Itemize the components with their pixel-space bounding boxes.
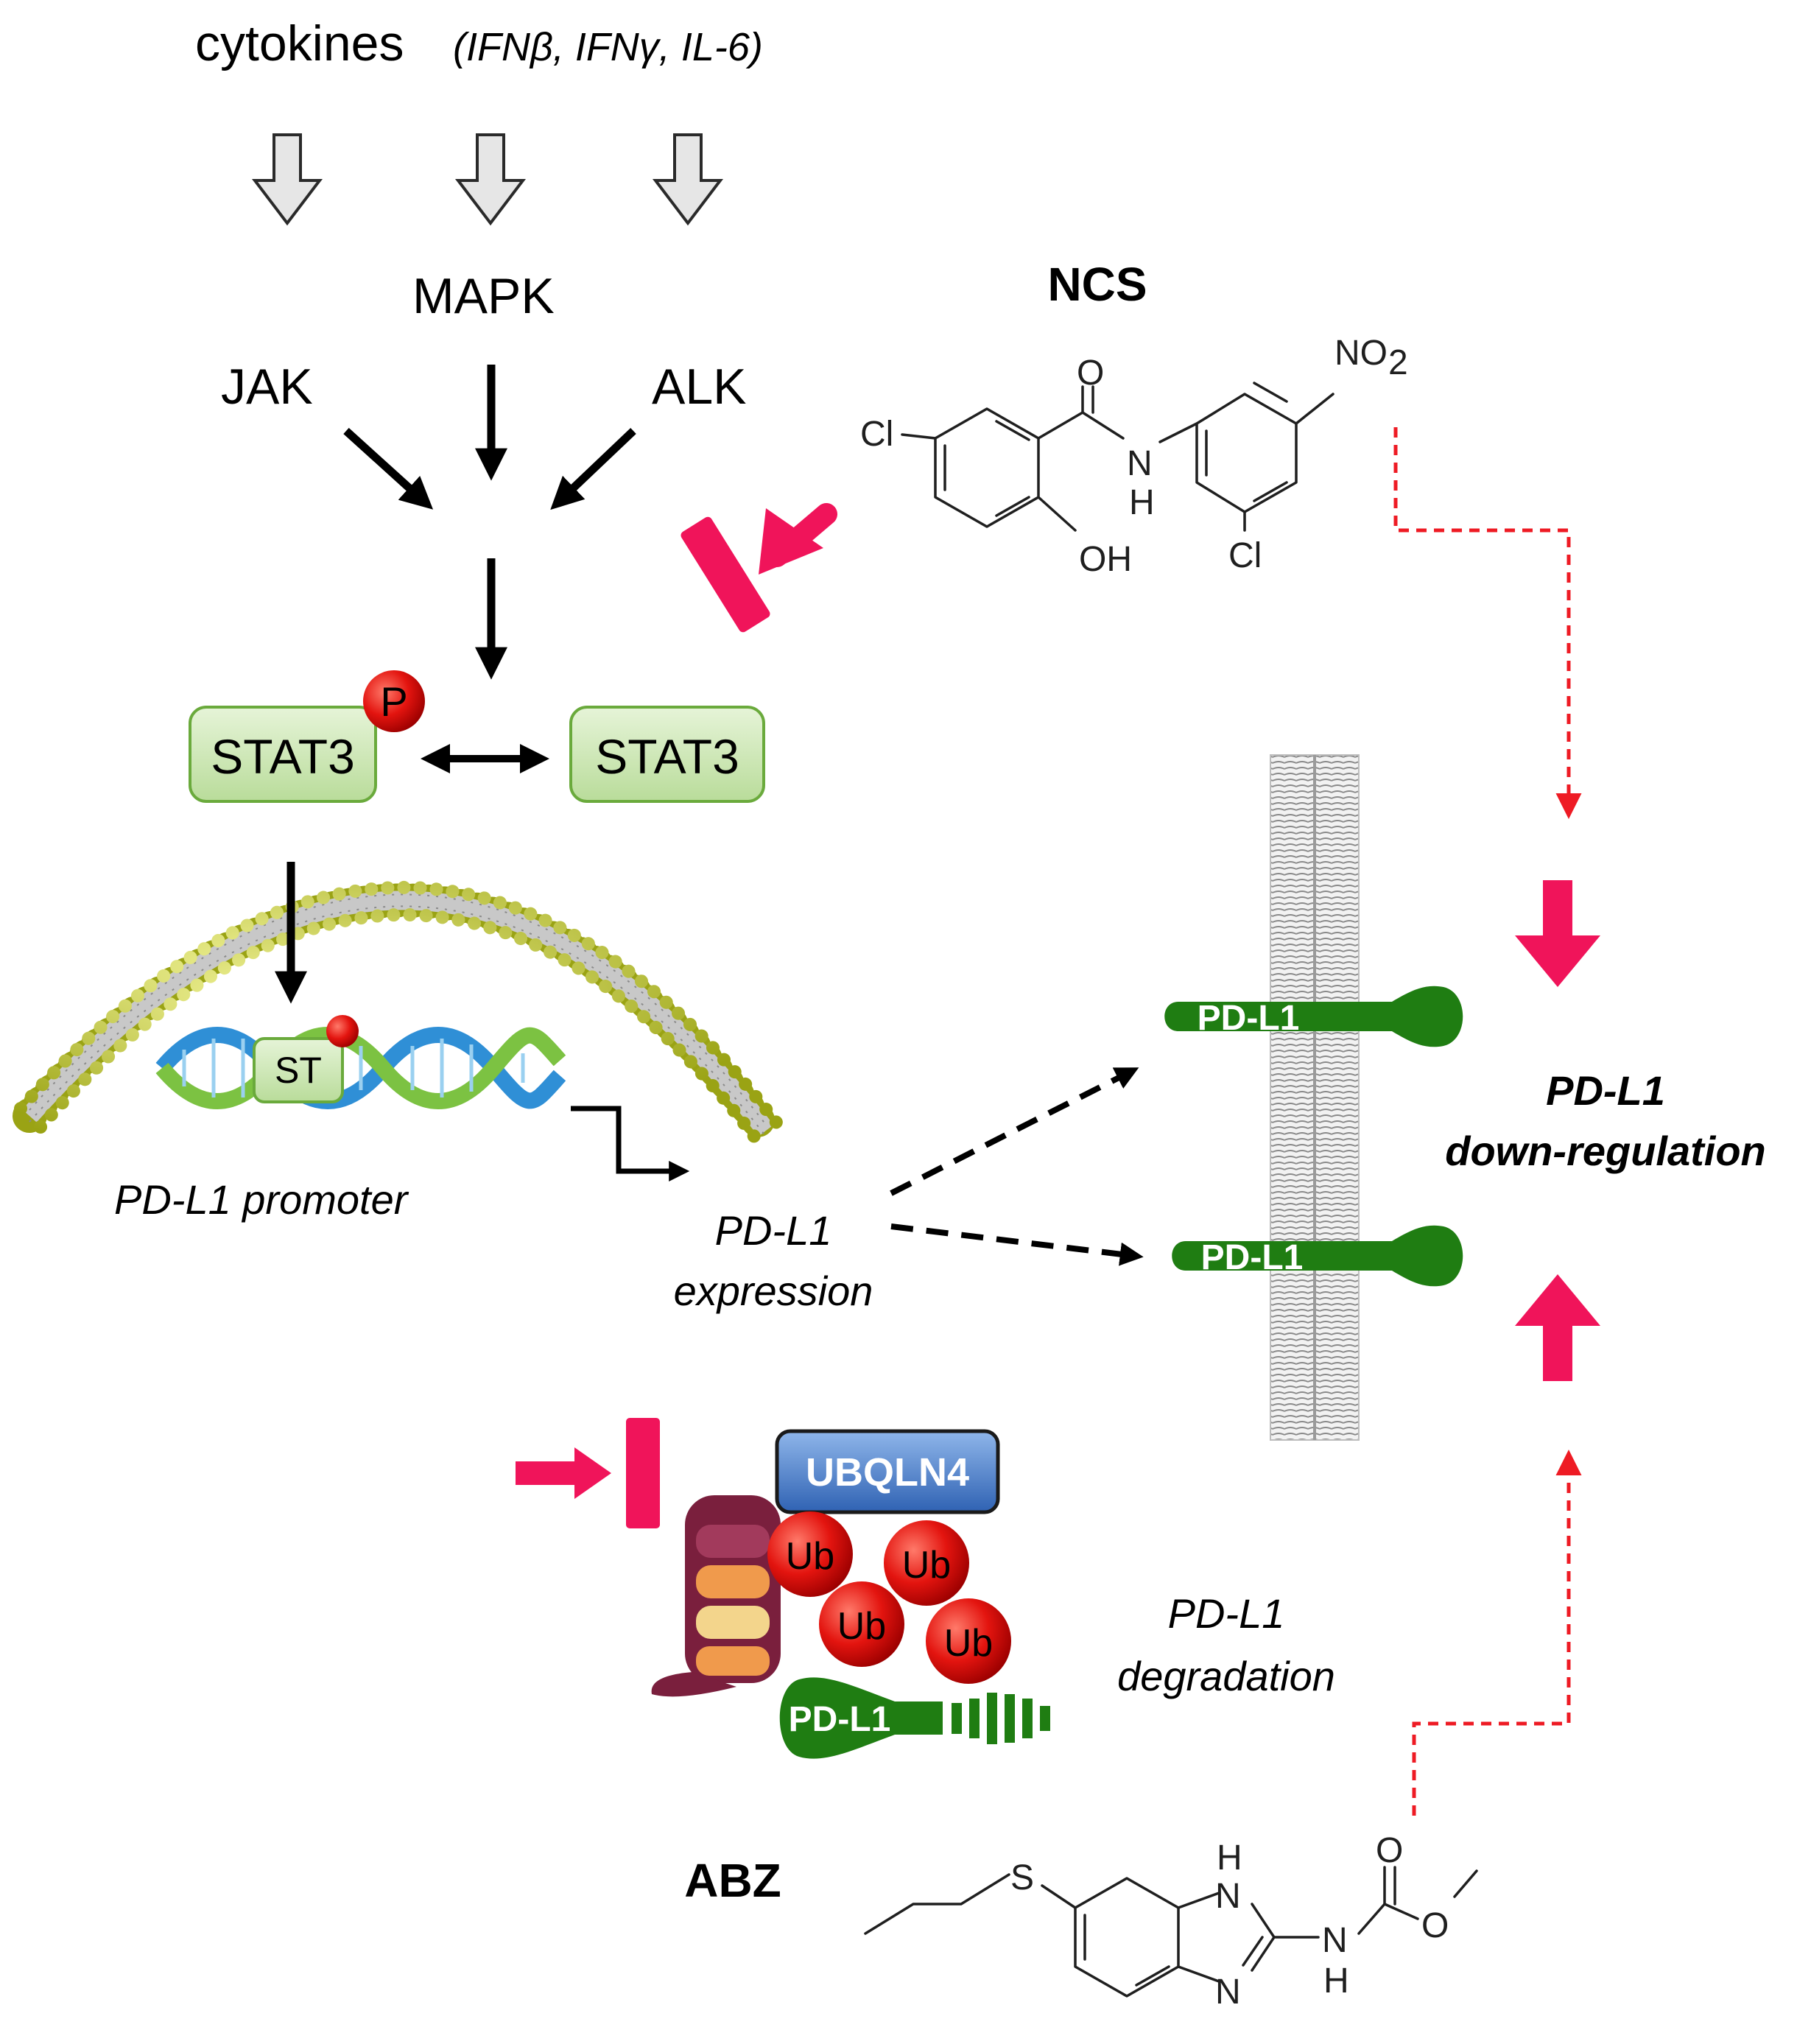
inhibition-bar-icon-2 <box>626 1418 660 1528</box>
ncs-name: NCS <box>1047 258 1147 311</box>
ubiquitin-4-label: Ub <box>944 1622 993 1665</box>
cell-membrane <box>1270 754 1360 1441</box>
inhibition-bar-icon <box>681 516 770 633</box>
membrane-pdl1-top: PD-L1 <box>1164 986 1463 1047</box>
proteasome-inhibition-symbol <box>516 1418 660 1528</box>
kinase-arrows <box>343 365 636 680</box>
expression-to-membrane-arrow-2 <box>890 1223 1144 1266</box>
hollow-arrow-icon <box>251 133 323 226</box>
degrading-pdl1: PD-L1 <box>779 1677 1050 1759</box>
abz-atom-s: S <box>1010 1858 1034 1897</box>
ncs-atom-cl2: Cl <box>1228 536 1262 575</box>
stat-dna-bound-label: ST <box>275 1050 322 1091</box>
ubiquitin-3: Ub <box>819 1581 904 1667</box>
downregulation-label-line1: PD-L1 <box>1546 1067 1665 1114</box>
abz-structure: S N H N N H O O <box>864 1831 1478 2012</box>
ubiquitin-1-label: Ub <box>786 1535 834 1578</box>
inhibitor-arrow-icon <box>759 508 823 575</box>
ubiquitin-3-label: Ub <box>837 1605 886 1648</box>
degrading-pdl1-label: PD-L1 <box>789 1700 891 1739</box>
ncs-structure: Cl O N H Cl OH NO 2 <box>860 334 1408 579</box>
ubiquitin-2-label: Ub <box>902 1544 951 1587</box>
abz-effect-dashed-arrow <box>1412 1450 1582 1816</box>
phosphate-label: P <box>380 678 407 725</box>
promoter-label: PD-L1 promoter <box>114 1176 409 1223</box>
stat3-unphospho-label: STAT3 <box>595 729 739 784</box>
ncs-inhibition-symbol <box>681 503 837 633</box>
phosphate-small-icon <box>326 1015 359 1047</box>
cytokine-arrows <box>251 133 724 226</box>
ncs-atom-h: H <box>1129 483 1155 522</box>
expression-label-line1: PD-L1 <box>715 1207 832 1254</box>
abz-name: ABZ <box>684 1854 781 1907</box>
ubiquitin-2: Ub <box>884 1520 969 1606</box>
ncs-atom-no2-sub: 2 <box>1388 343 1408 382</box>
cytokines-label: cytokines <box>195 15 404 71</box>
ubiquitin-1: Ub <box>767 1511 853 1597</box>
alk-arrow <box>550 428 636 510</box>
down-arrow-icon <box>1515 880 1600 987</box>
ncs-atom-no2: NO <box>1334 334 1388 373</box>
ncs-effect-dashed-arrow <box>1393 427 1582 819</box>
dna-helix <box>155 1027 566 1109</box>
hollow-arrow-icon <box>652 133 724 226</box>
membrane-pdl1-bottom-label: PD-L1 <box>1201 1238 1304 1277</box>
membrane-pdl1-bottom: PD-L1 <box>1172 1225 1463 1287</box>
transcription-arrow <box>571 1106 690 1181</box>
jak-arrow <box>343 427 434 510</box>
proteasome-icon <box>651 1495 781 1697</box>
abz-atom-o2: O <box>1421 1906 1449 1945</box>
abz-atom-o1: O <box>1376 1831 1403 1870</box>
membrane-pdl1-top-label: PD-L1 <box>1198 999 1300 1038</box>
expression-to-membrane-arrow-1 <box>890 1067 1139 1196</box>
abz-atom-h1: H <box>1217 1838 1242 1878</box>
ncs-atom-oh: OH <box>1079 540 1132 579</box>
ncs-atom-cl: Cl <box>860 415 893 454</box>
cytokines-heading: cytokines (IFNβ, IFNγ, IL-6) <box>195 15 763 71</box>
abz-atom-nh-h: H <box>1323 1962 1349 2001</box>
phosphate-icon <box>363 670 425 732</box>
stat3-unphospho: STAT3 <box>569 706 765 803</box>
ncs-atom-n: N <box>1127 444 1153 483</box>
alk-label: ALK <box>652 359 747 415</box>
inhibitor-arrow-icon-2 <box>574 1447 611 1499</box>
abz-atom-n2: N <box>1215 1973 1241 2012</box>
jak-label: JAK <box>221 359 313 415</box>
ubqln4-label: UBQLN4 <box>806 1450 969 1495</box>
expression-label-line2: expression <box>674 1268 873 1314</box>
stat3-phospho-label: STAT3 <box>211 729 355 784</box>
stat3-phospho: STAT3 P <box>189 670 425 803</box>
mapk-label: MAPK <box>412 268 555 324</box>
up-arrow-icon <box>1515 1274 1600 1381</box>
abz-atom-n1: N <box>1215 1877 1241 1916</box>
ubqln4-box: UBQLN4 <box>775 1429 1000 1514</box>
downregulation-label-line2: down-regulation <box>1445 1128 1766 1174</box>
stat-dna-bound: ST <box>253 1015 359 1103</box>
cytokines-detail: (IFNβ, IFNγ, IL-6) <box>453 25 763 69</box>
degradation-label-line1: PD-L1 <box>1168 1590 1285 1637</box>
abz-atom-nh-n: N <box>1322 1921 1348 1960</box>
ncs-atom-o: O <box>1077 354 1104 393</box>
hollow-arrow-icon <box>454 133 527 226</box>
degradation-label-line2: degradation <box>1117 1653 1335 1699</box>
ubiquitin-4: Ub <box>926 1598 1011 1684</box>
nuclear-membrane <box>13 881 784 1148</box>
